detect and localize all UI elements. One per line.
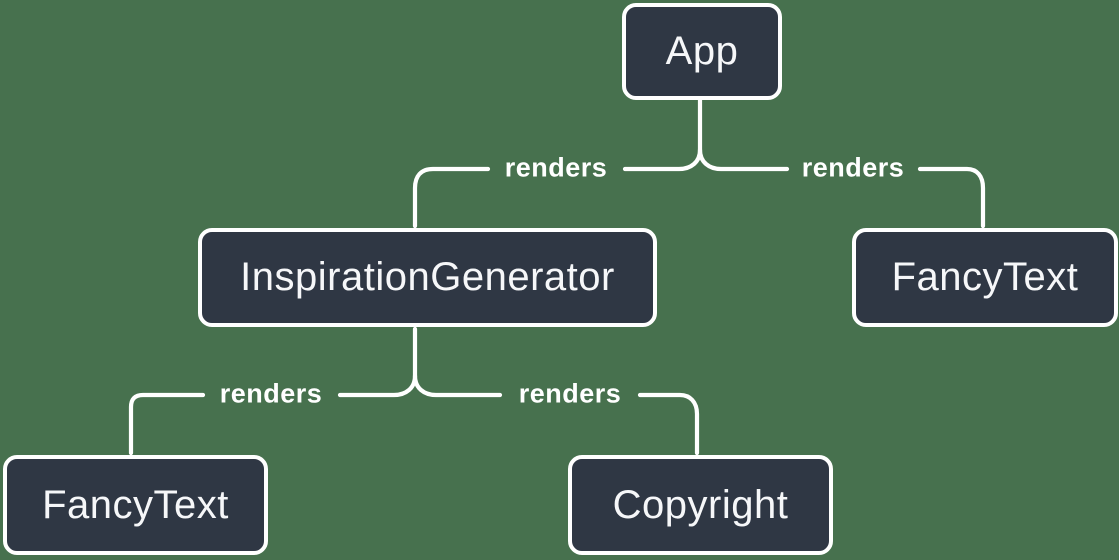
edge-app-to-inspirationgenerator <box>412 166 491 229</box>
edge-label-renders-inspirationgenerator-copyright: renders <box>518 378 622 409</box>
node-fancy-text-right: FancyText <box>852 228 1118 327</box>
edge-label-renders-app-fancytext: renders <box>801 152 905 183</box>
edge-inspirationgenerator-left-flare <box>337 373 418 398</box>
edge-inspirationgenerator-to-fancytext <box>128 392 206 456</box>
node-app: App <box>622 3 782 100</box>
node-inspiration-generator: InspirationGenerator <box>198 228 657 327</box>
node-fancy-text-bottom: FancyText <box>3 455 268 555</box>
edge-label-renders-inspirationgenerator-fancytext: renders <box>219 378 323 409</box>
edge-app-to-fancytext <box>917 166 986 229</box>
edge-inspirationgenerator-right-flare <box>412 373 503 398</box>
edge-app-right-flare <box>697 147 790 172</box>
edge-lines-group <box>128 97 986 456</box>
node-copyright: Copyright <box>568 455 833 555</box>
edge-label-renders-app-inspirationgenerator: renders <box>504 152 608 183</box>
edge-inspirationgenerator-to-copyright <box>637 392 700 456</box>
edge-app-left-flare <box>622 147 703 172</box>
